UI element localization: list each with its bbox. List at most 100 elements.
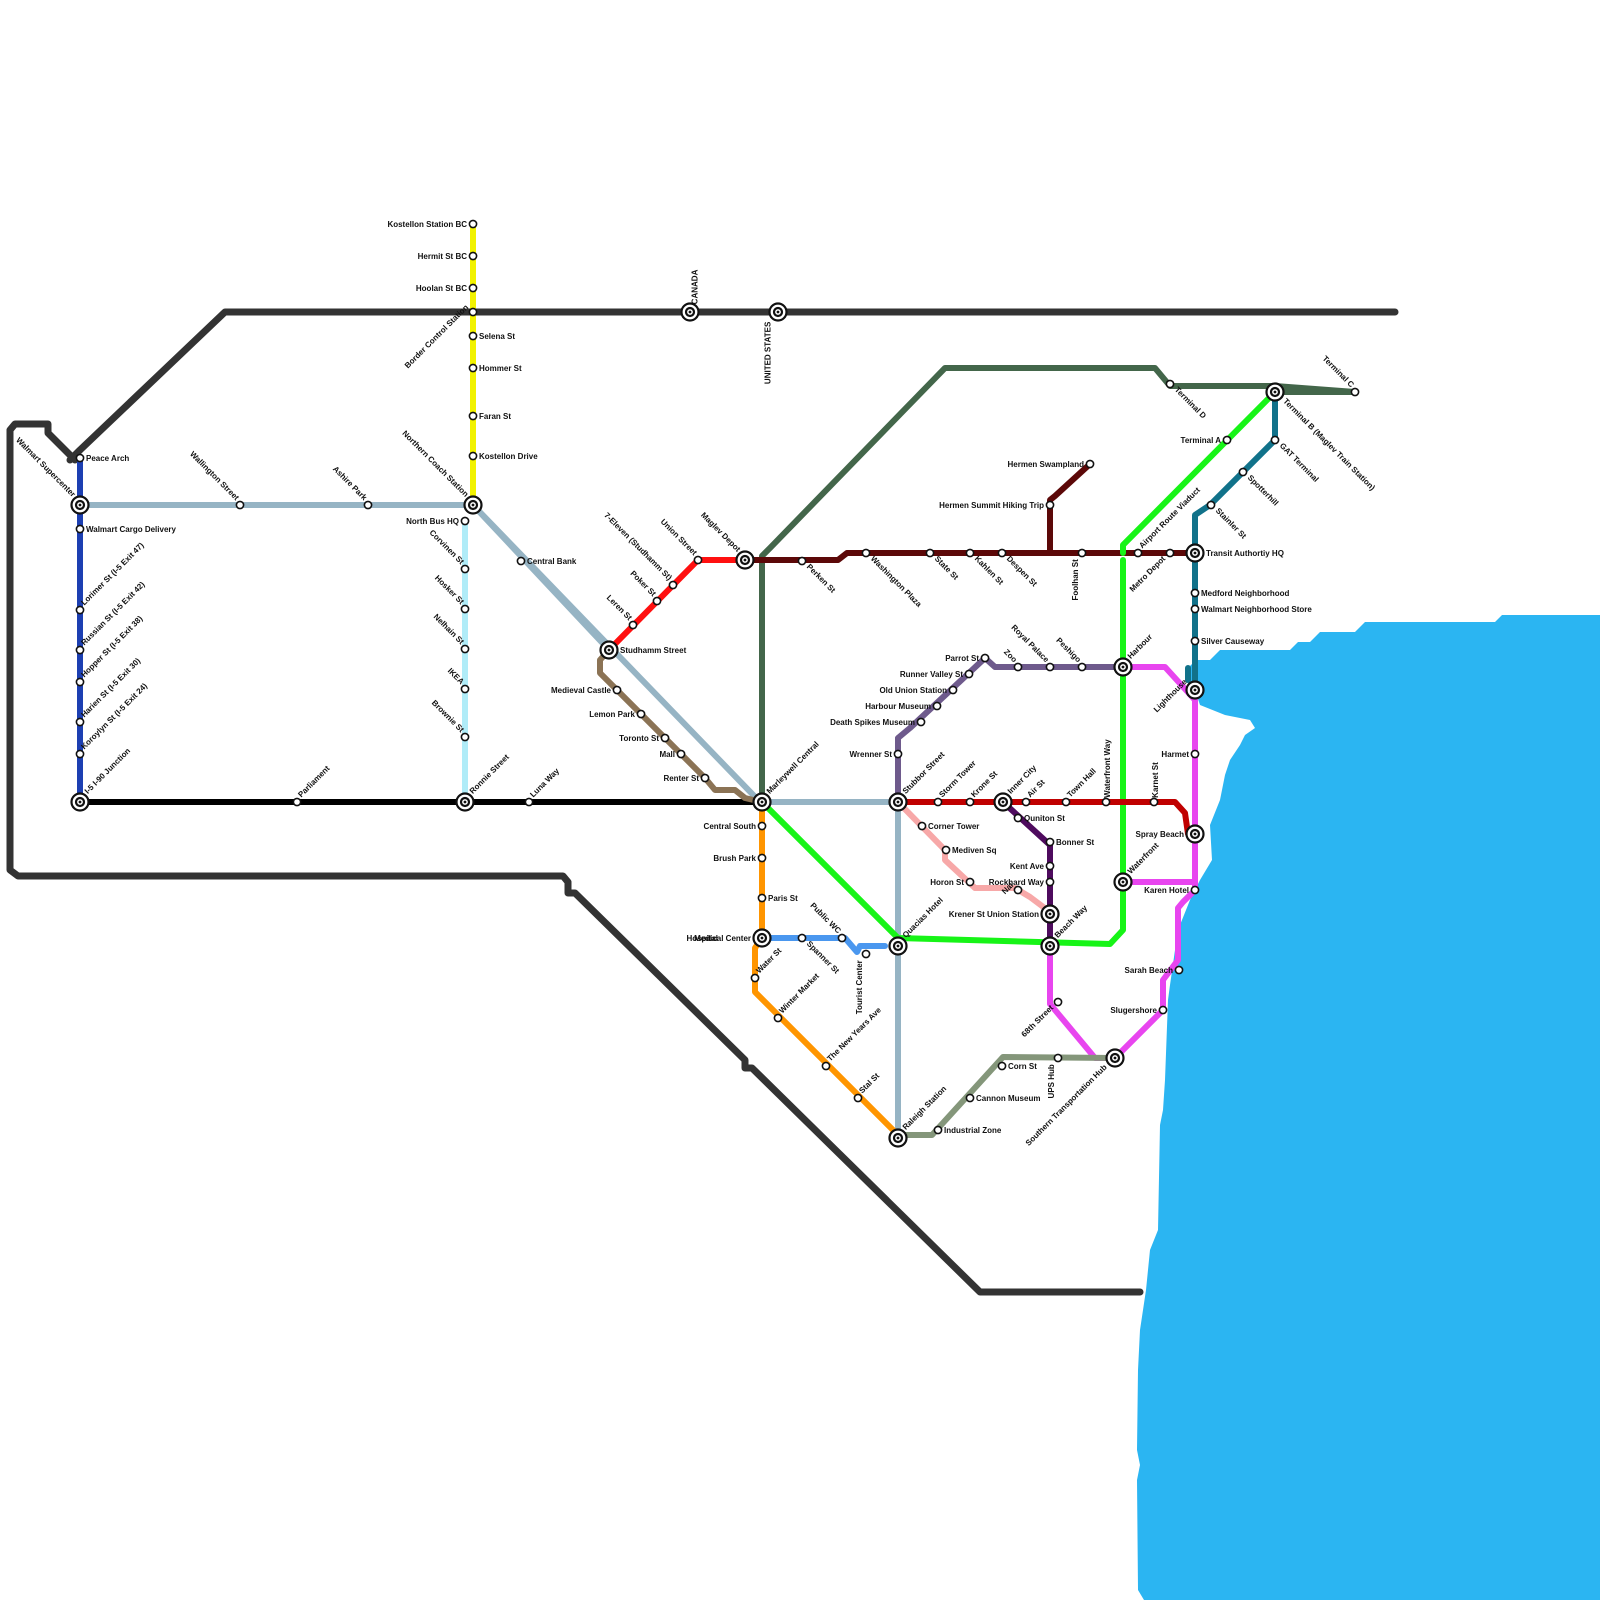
station-mediven-sq[interactable] xyxy=(941,845,951,855)
station-old-union-station[interactable] xyxy=(948,685,958,695)
station-waterfront[interactable] xyxy=(1113,872,1133,892)
station-kostellon-drive[interactable] xyxy=(468,451,478,461)
station-spanner-st[interactable] xyxy=(797,933,807,943)
station-renter-st[interactable] xyxy=(700,773,710,783)
station-kent-ave[interactable] xyxy=(1045,861,1055,871)
station-mall[interactable] xyxy=(676,749,686,759)
station-karnet-st[interactable] xyxy=(1149,797,1159,807)
station-air-st[interactable] xyxy=(1021,797,1031,807)
station-corner-tower[interactable] xyxy=(917,821,927,831)
station-harbour-museum[interactable] xyxy=(932,701,942,711)
station-winter-market[interactable] xyxy=(773,1013,783,1023)
station-medieval-castle[interactable] xyxy=(612,685,622,695)
station-sixtyeighth-street[interactable] xyxy=(1053,997,1063,1007)
station-hoolan-st-bc[interactable] xyxy=(468,283,478,293)
station-spotterhill[interactable] xyxy=(1238,467,1248,477)
station-town-hall[interactable] xyxy=(1061,797,1071,807)
station-maglev-depot[interactable] xyxy=(735,550,755,570)
station-i5-i90-junction[interactable] xyxy=(70,792,90,812)
station-new-years-ave[interactable] xyxy=(821,1061,831,1071)
station-harbour[interactable] xyxy=(1113,657,1133,677)
station-northern-coach-station[interactable] xyxy=(463,495,483,515)
station-peshigo[interactable] xyxy=(1077,662,1087,672)
station-kostellon-station-bc[interactable] xyxy=(468,219,478,229)
station-brownie-st[interactable] xyxy=(460,732,470,742)
station-waterfront-way[interactable] xyxy=(1101,797,1111,807)
station-terminal-d[interactable] xyxy=(1165,379,1175,389)
station-parliament[interactable] xyxy=(292,797,302,807)
station-paris-st[interactable] xyxy=(757,893,767,903)
station-seven-eleven[interactable] xyxy=(668,580,678,590)
station-horon-st[interactable] xyxy=(965,877,975,887)
station-terminal-a[interactable] xyxy=(1222,435,1232,445)
station-silver-causeway[interactable] xyxy=(1190,636,1200,646)
station-medical-center[interactable] xyxy=(752,928,772,948)
station-stainler-st[interactable] xyxy=(1206,500,1216,510)
station-toronto-st[interactable] xyxy=(660,733,670,743)
station-canada[interactable] xyxy=(680,302,700,322)
station-stubbor-street[interactable] xyxy=(888,792,908,812)
station-peace-arch[interactable] xyxy=(75,453,85,463)
station-corvinen-st[interactable] xyxy=(460,564,470,574)
station-harien-st[interactable] xyxy=(75,717,85,727)
station-water-st[interactable] xyxy=(750,973,760,983)
station-state-st[interactable] xyxy=(925,548,935,558)
station-krone-st[interactable] xyxy=(965,797,975,807)
station-transit-authority-hq[interactable] xyxy=(1185,543,1205,563)
station-wallington-street[interactable] xyxy=(235,500,245,510)
station-lorimer-st[interactable] xyxy=(75,605,85,615)
station-nelhain-st[interactable] xyxy=(460,644,470,654)
station-russian-st[interactable] xyxy=(75,645,85,655)
station-nal[interactable] xyxy=(1013,885,1023,895)
station-central-bank[interactable] xyxy=(516,556,526,566)
station-rockhard-way[interactable] xyxy=(1045,877,1055,887)
station-hermen-summit[interactable] xyxy=(1045,500,1055,510)
station-airport-route-viaduct[interactable] xyxy=(1133,548,1143,558)
station-cannon-museum[interactable] xyxy=(965,1093,975,1103)
station-perken-st[interactable] xyxy=(797,556,807,566)
station-ups-hub[interactable] xyxy=(1053,1053,1063,1063)
station-faran-st[interactable] xyxy=(468,411,478,421)
station-marleywell-central[interactable] xyxy=(752,792,772,812)
station-central-south[interactable] xyxy=(757,821,767,831)
station-wrenner-st[interactable] xyxy=(893,749,903,759)
station-public-wc[interactable] xyxy=(837,933,847,943)
station-gat-terminal[interactable] xyxy=(1270,435,1280,445)
station-hermen-swampland[interactable] xyxy=(1085,459,1095,469)
station-united-states[interactable] xyxy=(768,302,788,322)
station-metro-depot[interactable] xyxy=(1165,548,1175,558)
station-union-street[interactable] xyxy=(693,555,703,565)
station-foolhan-st[interactable] xyxy=(1077,548,1087,558)
station-beach-way[interactable] xyxy=(1040,936,1060,956)
station-lemon-park[interactable] xyxy=(636,709,646,719)
station-brush-park[interactable] xyxy=(757,853,767,863)
station-luna-way[interactable] xyxy=(524,797,534,807)
station-harmet[interactable] xyxy=(1190,749,1200,759)
station-border-control-station[interactable] xyxy=(468,307,478,317)
station-walmart-cargo-delivery[interactable] xyxy=(75,524,85,534)
station-poker-st[interactable] xyxy=(652,596,662,606)
station-hermit-st-bc[interactable] xyxy=(468,251,478,261)
station-storm-tower[interactable] xyxy=(933,797,943,807)
station-industrial-zone[interactable] xyxy=(933,1125,943,1135)
station-bonner-st[interactable] xyxy=(1045,837,1055,847)
station-walmart-neighborhood-store[interactable] xyxy=(1190,604,1200,614)
station-stal-st[interactable] xyxy=(853,1093,863,1103)
station-royal-palace[interactable] xyxy=(1045,662,1055,672)
station-spray-beach[interactable] xyxy=(1185,824,1205,844)
station-runner-valley-st[interactable] xyxy=(964,669,974,679)
station-despen-st[interactable] xyxy=(997,548,1007,558)
station-hosker-st[interactable] xyxy=(460,604,470,614)
station-tourist-center[interactable] xyxy=(861,949,871,959)
station-koroylyn-st[interactable] xyxy=(75,749,85,759)
station-parrot-st[interactable] xyxy=(980,653,990,663)
station-kahlen-st[interactable] xyxy=(965,548,975,558)
station-karen-hotel[interactable] xyxy=(1190,885,1200,895)
station-lighthouse[interactable] xyxy=(1185,680,1205,700)
station-zoo[interactable] xyxy=(1013,662,1023,672)
station-north-bus-hq[interactable] xyxy=(460,516,470,526)
station-raleigh-station[interactable] xyxy=(888,1128,908,1148)
station-inner-city[interactable] xyxy=(993,792,1013,812)
station-corn-st[interactable] xyxy=(997,1061,1007,1071)
station-death-spikes-museum[interactable] xyxy=(916,717,926,727)
